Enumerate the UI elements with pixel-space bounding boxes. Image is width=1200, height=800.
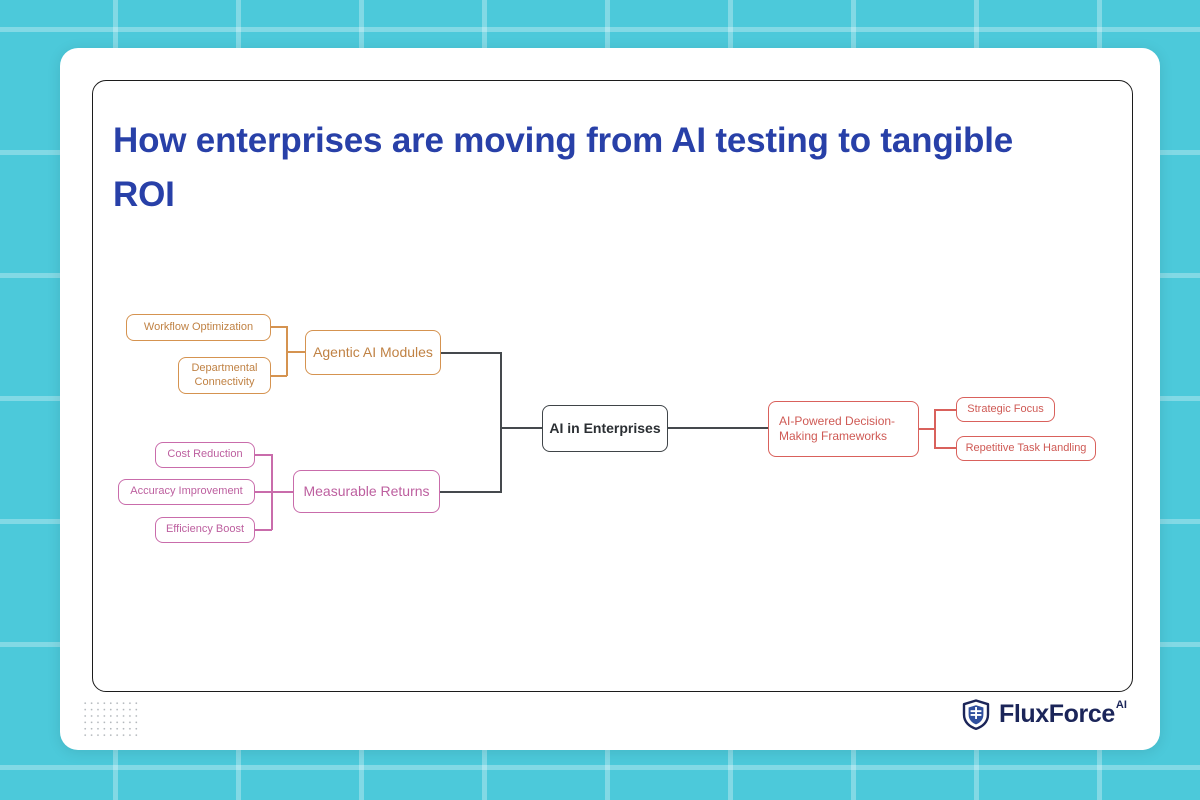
brand-name-text: FluxForceAI xyxy=(999,698,1127,729)
brand-word: FluxForce xyxy=(999,700,1115,728)
page-title: How enterprises are moving from AI testi… xyxy=(113,121,1013,214)
dot-grid-decoration xyxy=(82,700,140,738)
shield-icon xyxy=(962,699,990,730)
brand-superscript: AI xyxy=(1115,698,1127,711)
brand-logo: FluxForceAI xyxy=(962,698,1127,730)
